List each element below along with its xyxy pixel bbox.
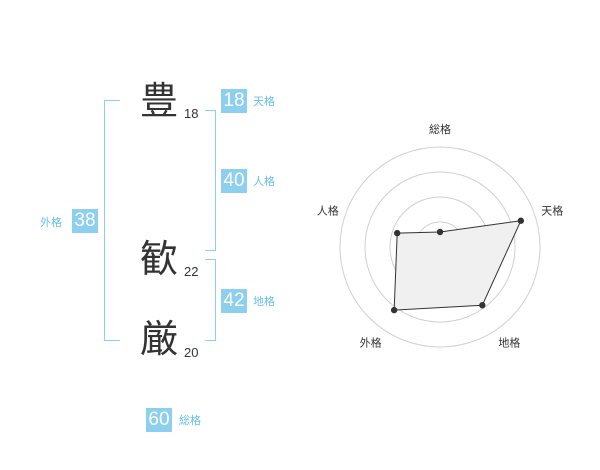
chikaku-label: 地格 [253, 295, 275, 308]
radar-axis-label-4: 外格 [360, 335, 382, 349]
radar-ring [339, 146, 541, 348]
jinkaku-value: 40 [221, 169, 247, 193]
gaikaku-label: 外格 [40, 216, 62, 229]
radar-axis-label-2: 天格 [541, 204, 563, 218]
tenkaku-value: 18 [221, 89, 247, 113]
soukaku-value: 60 [146, 408, 172, 432]
radar-polygon [393, 220, 522, 311]
radar-axis-label-5: 人格 [317, 204, 339, 218]
radar-point-2 [517, 217, 525, 224]
name-char-2: 歓 [140, 237, 179, 281]
gaikaku-value: 38 [72, 209, 98, 233]
radar-point-3 [479, 302, 486, 309]
name-char-1: 豊 [140, 79, 179, 123]
chikaku-value: 42 [221, 289, 247, 313]
radar-point-5 [394, 229, 401, 237]
name-char-1-strokes: 18 [184, 106, 199, 121]
radar-points [390, 217, 525, 314]
radar-point-1 [436, 228, 444, 236]
name-char-3-strokes: 20 [184, 345, 199, 360]
tenkaku-label: 天格 [253, 95, 275, 108]
radar-point-4 [390, 306, 398, 314]
chikaku-bracket [205, 259, 216, 341]
jinkaku-label: 人格 [253, 175, 275, 188]
gaikaku-bracket [104, 100, 120, 341]
name-char-2-strokes: 22 [184, 264, 199, 279]
jinkaku-bracket [205, 110, 216, 251]
radar-ring [364, 171, 516, 323]
radar-axis-label-1: 総格 [429, 122, 451, 136]
name-char-3: 厳 [140, 317, 179, 361]
radar-axis-label-3: 地格 [498, 335, 520, 349]
soukaku-label: 総格 [179, 414, 201, 427]
